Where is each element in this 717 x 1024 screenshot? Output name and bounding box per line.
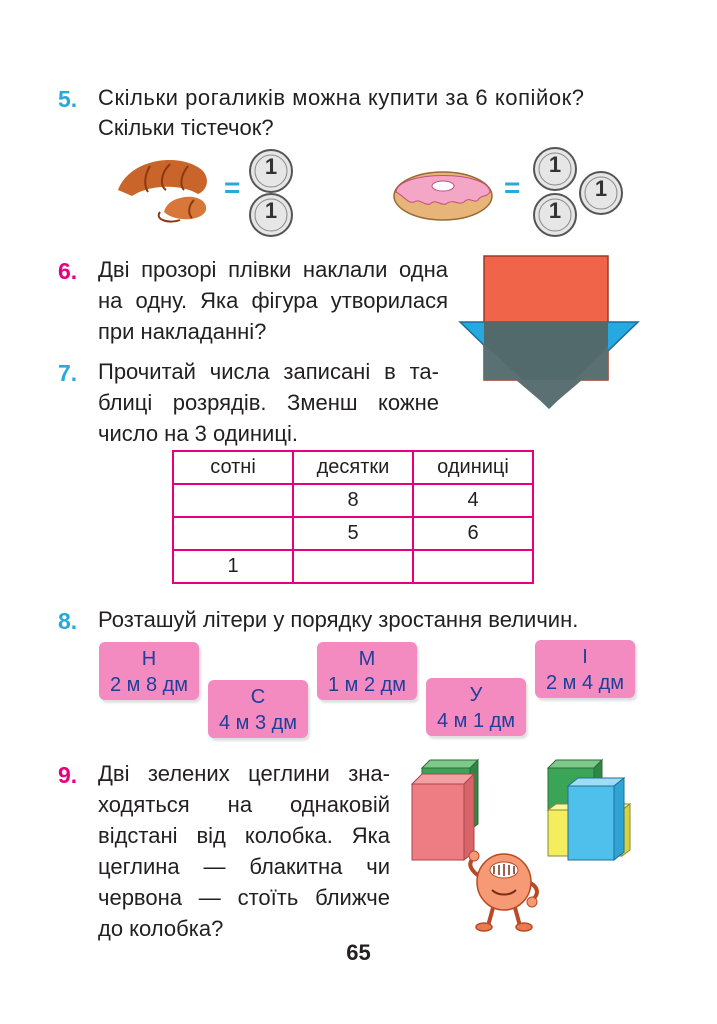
table-header-row: сотні десятки одиниці [172,450,534,485]
task-6-line-3: при накладанні? [98,319,267,344]
header-tens: десятки [292,450,414,485]
place-value-table: сотні десятки одиниці 8 4 5 6 1 [172,450,534,584]
task-6-line-2: на одну. Яка фігура утворилася [98,288,448,313]
table-row: 1 [172,549,534,584]
task-9-line-4: цеглина — блакитна чи [98,854,390,879]
task-9-number: 9. [58,762,78,788]
card-letter: І [582,646,588,668]
task-9-line-3: відстані від колобка. Яка [98,823,390,848]
task-7-line-2: блиці розрядів. Зменш кожне [98,390,439,415]
task-6-number: 6. [58,258,78,284]
table-row: 8 4 [172,483,534,518]
table-cell [172,483,294,518]
coin-value: 1 [548,152,562,177]
table-cell [172,516,294,551]
coin-value: 1 [594,176,608,201]
card-letter: С [250,686,266,708]
letter-card-i: І 2 м 4 дм [535,640,635,698]
card-value: 2 м 8 дм [109,674,189,696]
bricks-illustration [410,758,632,932]
table-cell: 1 [172,549,294,584]
coin-icon [249,193,293,237]
task-7-number: 7. [58,360,78,386]
letter-card-n: Н 2 м 8 дм [99,642,199,700]
task-7-line-1: Прочитай числа записані в та- [98,359,439,384]
header-ones: одиниці [412,450,534,485]
coin-icon [249,149,293,193]
table-cell [292,549,414,584]
kolobok-character [468,850,539,932]
task-9-line-5: червона — стоїть ближче [98,885,390,910]
card-value: 2 м 4 дм [545,672,625,694]
table-cell: 8 [292,483,414,518]
table-cell: 6 [412,516,534,551]
coin-icon [533,147,577,191]
task-5-number: 5. [58,86,78,112]
card-value: 4 м 1 дм [436,710,516,732]
task-5-line-1: Скільки рогаликів можна купити за 6 копі… [98,85,585,110]
coin-icon [579,171,623,215]
task-6-line-1: Дві прозорі плівки наклали одна [98,257,448,282]
table-cell: 4 [412,483,534,518]
donut-illustration [393,171,493,221]
header-hundreds: сотні [172,450,294,485]
equals-sign-2: = [504,172,521,203]
coin-value: 1 [548,198,562,223]
letter-card-u: У 4 м 1 дм [426,678,526,736]
task-9-line-1: Дві зелених цеглини зна- [98,761,390,786]
croissant-illustration [118,159,207,223]
table-cell [412,549,534,584]
letter-card-m: М 1 м 2 дм [317,642,417,700]
coin-value: 1 [264,198,278,223]
task-8-text: Розташуй літери у порядку зростання вели… [98,607,579,632]
task-9-line-6: до колобка? [98,916,224,941]
coin-icon [533,193,577,237]
overlap-figure [458,255,640,410]
card-value: 1 м 2 дм [327,674,407,696]
card-value: 4 м 3 дм [218,712,298,734]
task-7-line-3: число на 3 одиниці. [98,421,298,446]
table-row: 5 6 [172,516,534,551]
task-9-line-2: ходяться на однаковій [98,792,390,817]
coin-value: 1 [264,154,278,179]
letter-card-s: С 4 м 3 дм [208,680,308,738]
card-letter: Н [141,648,157,670]
task-5-line-2: Скільки тістечок? [98,115,274,140]
card-letter: У [469,684,483,706]
table-cell: 5 [292,516,414,551]
equals-sign-1: = [224,172,241,203]
page-number: 65 [346,940,371,965]
card-letter: М [358,648,376,670]
task-8-number: 8. [58,608,78,634]
